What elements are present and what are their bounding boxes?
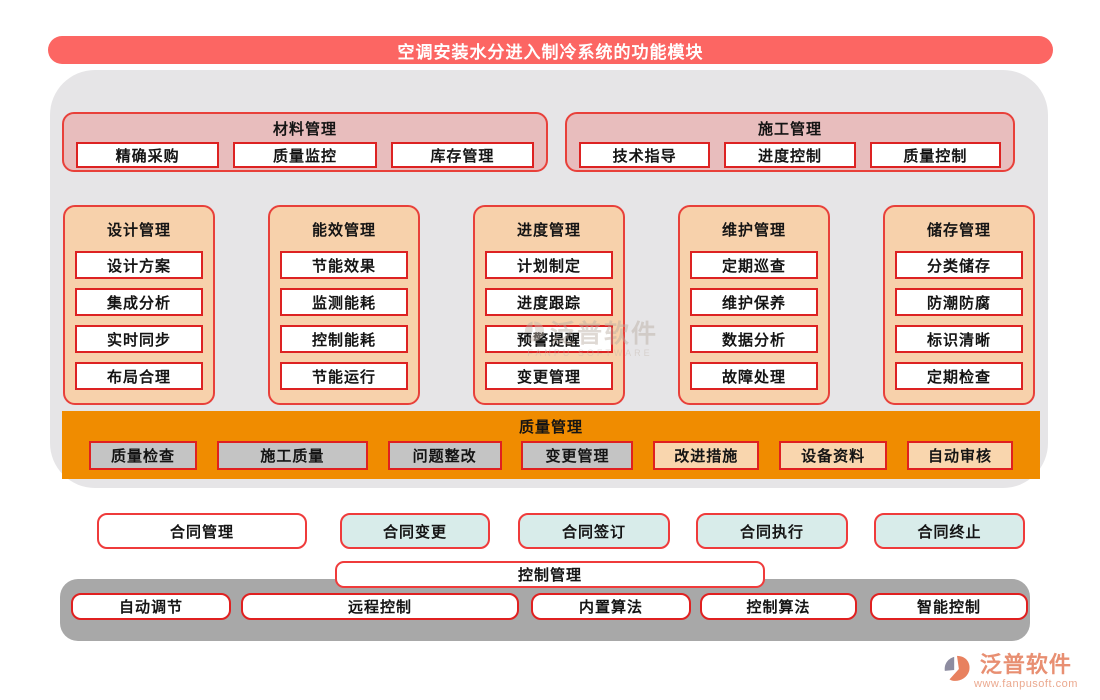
column-design-management: 设计管理 设计方案 集成分析 实时同步 布局合理: [63, 205, 215, 405]
column-energy-efficiency-management: 能效管理 节能效果 监测能耗 控制能耗 节能运行: [268, 205, 420, 405]
module-item: 质量监控: [233, 142, 377, 168]
control-item: 远程控制: [241, 593, 519, 620]
module-item: 定期检查: [895, 362, 1023, 390]
group-header: 材料管理: [272, 120, 337, 138]
module-item: 变更管理: [485, 362, 613, 390]
control-bar: 自动调节 远程控制 内置算法 控制算法 智能控制: [60, 579, 1030, 641]
module-item: 进度控制: [724, 142, 856, 168]
module-item: 节能效果: [280, 251, 408, 279]
quality-item: 自动审核: [906, 441, 1013, 470]
control-item: 智能控制: [870, 593, 1028, 620]
logo-brand-text: 泛普软件: [979, 652, 1072, 677]
group-header: 施工管理: [757, 120, 822, 138]
column-maintenance-management: 维护管理 定期巡查 维护保养 数据分析 故障处理: [678, 205, 830, 405]
control-item: 内置算法: [531, 593, 691, 620]
quality-item: 施工质量: [216, 441, 368, 470]
module-item: 集成分析: [75, 288, 203, 316]
control-item: 自动调节: [71, 593, 231, 620]
contract-termination-box: 合同终止: [874, 513, 1025, 549]
quality-item: 设备资料: [779, 441, 888, 470]
column-storage-management: 储存管理 分类储存 防潮防腐 标识清晰 定期检查: [883, 205, 1035, 405]
module-item: 定期巡查: [690, 251, 818, 279]
module-item: 进度跟踪: [485, 288, 613, 316]
control-item: 控制算法: [700, 593, 857, 620]
module-item: 数据分析: [690, 325, 818, 353]
logo-url-text: www.fanpusoft.com: [974, 678, 1078, 690]
module-item: 防潮防腐: [895, 288, 1023, 316]
column-header: 储存管理: [926, 221, 991, 239]
quality-bar-header: 质量管理: [518, 418, 583, 436]
module-item: 技术指导: [579, 142, 711, 168]
quality-item: 改进措施: [653, 441, 760, 470]
quality-item: 问题整改: [387, 441, 502, 470]
contract-change-box: 合同变更: [340, 513, 490, 549]
fanpu-logo: 泛普软件 www.fanpusoft.com: [942, 654, 1078, 690]
module-item: 节能运行: [280, 362, 408, 390]
module-item: 监测能耗: [280, 288, 408, 316]
page-title: 空调安装水分进入制冷系统的功能模块: [48, 36, 1053, 64]
module-item: 预警提醒: [485, 325, 613, 353]
module-item: 实时同步: [75, 325, 203, 353]
column-header: 设计管理: [106, 221, 171, 239]
contract-execution-box: 合同执行: [696, 513, 848, 549]
module-item: 精确采购: [76, 142, 220, 168]
module-item: 维护保养: [690, 288, 818, 316]
module-item: 质量控制: [869, 142, 1001, 168]
column-header: 能效管理: [311, 221, 376, 239]
control-management-header: 控制管理: [335, 561, 765, 588]
column-schedule-management: 进度管理 计划制定 进度跟踪 预警提醒 变更管理: [473, 205, 625, 405]
column-header: 进度管理: [516, 221, 581, 239]
module-item: 库存管理: [390, 142, 534, 168]
module-item: 布局合理: [75, 362, 203, 390]
group-construction-management: 施工管理 技术指导 进度控制 质量控制: [565, 112, 1015, 172]
module-item: 计划制定: [485, 251, 613, 279]
contract-signing-box: 合同签订: [518, 513, 670, 549]
module-item: 故障处理: [690, 362, 818, 390]
group-material-management: 材料管理 精确采购 质量监控 库存管理: [62, 112, 548, 172]
column-header: 维护管理: [721, 221, 786, 239]
quality-management-bar: 质量管理 质量检查 施工质量 问题整改 变更管理 改进措施 设备资料 自动审核: [62, 411, 1040, 479]
module-item: 设计方案: [75, 251, 203, 279]
module-item: 分类储存: [895, 251, 1023, 279]
quality-item: 质量检查: [89, 441, 197, 470]
module-item: 控制能耗: [280, 325, 408, 353]
module-item: 标识清晰: [895, 325, 1023, 353]
quality-item: 变更管理: [521, 441, 634, 470]
fanpu-logo-icon: [944, 655, 970, 681]
contract-management-box: 合同管理: [97, 513, 307, 549]
